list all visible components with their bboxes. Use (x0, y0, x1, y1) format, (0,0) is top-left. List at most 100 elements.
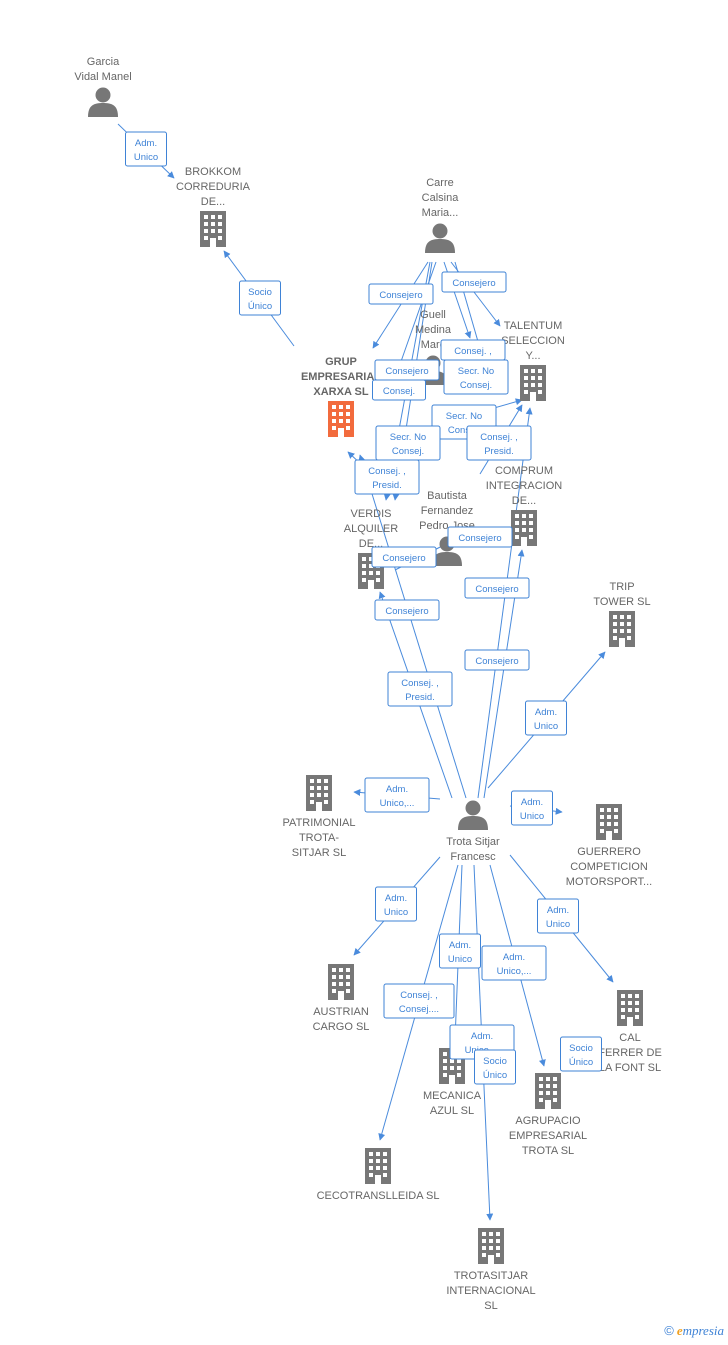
edge-label-box (464, 649, 530, 671)
edge-label-e18[interactable]: Consej. ,Presid. (387, 671, 453, 707)
edge-label-text: Secr. No (446, 411, 482, 422)
brand-logo-initial: e (676, 1323, 683, 1338)
person-node-carre[interactable]: CarreCalsinaMaria... (422, 177, 460, 253)
node-label: MECANICA (423, 1090, 482, 1102)
edge-label-e26[interactable]: Consej. ,Consej.... (383, 983, 455, 1019)
edge-label-box (466, 425, 532, 461)
edge-label-text: Consejero (458, 533, 501, 544)
edge-label-box (443, 359, 509, 395)
edge-label-e20[interactable]: Adm.Unico,... (364, 777, 430, 813)
person-icon (88, 87, 118, 117)
node-label: TOWER SL (593, 596, 650, 608)
node-label: Calsina (422, 192, 460, 204)
edge-label-box (511, 790, 553, 826)
node-label: AZUL SL (430, 1105, 474, 1117)
node-label: Trota Sitjar (446, 836, 500, 848)
building-icon (478, 1228, 504, 1264)
company-node-austrian[interactable]: AUSTRIAN CARGO SL (313, 964, 370, 1033)
node-label: COMPRUM (495, 465, 553, 477)
edge-label-e22[interactable]: Adm.Unico (375, 886, 417, 922)
edge-label-text: Presid. (372, 480, 402, 491)
edge-label-e25[interactable]: Adm.Unico,... (481, 945, 547, 981)
company-node-brokkom[interactable]: BROKKOMCORREDURIADE... (176, 166, 251, 247)
edge-label-text: Adm. (547, 905, 569, 916)
node-label: AGRUPACIO (515, 1115, 581, 1127)
edge-label-box (125, 131, 167, 167)
edge-label-e12[interactable]: Consej. , Presid. (354, 459, 420, 495)
edge-label-text: Consej. , (454, 346, 492, 357)
node-label: Guell (420, 309, 446, 321)
brand-footer[interactable]: ©empresia (664, 1323, 724, 1339)
edge-label-e5[interactable]: Consej. , (440, 339, 506, 361)
edge-label-e11[interactable]: Consej. ,Presid. (466, 425, 532, 461)
node-label: AUSTRIAN (313, 1006, 369, 1018)
edge-label-e6[interactable]: Consejero (374, 359, 440, 381)
building-icon (535, 1073, 561, 1109)
edge-label-e8[interactable]: Consej. (372, 379, 426, 401)
edge-label-e16[interactable]: Consejero (464, 577, 530, 599)
node-label: TROTASITJAR (454, 1270, 528, 1282)
edge-label-box (464, 577, 530, 599)
node-label: SITJAR SL (292, 847, 346, 859)
edge-label-e23[interactable]: Adm.Unico (537, 898, 579, 934)
edge-label-e3[interactable]: Consejero (368, 283, 434, 305)
company-node-cecotrans[interactable]: CECOTRANSLLEIDA SL (317, 1148, 440, 1202)
building-icon (609, 611, 635, 647)
edge-label-e24[interactable]: Adm.Unico (439, 933, 481, 969)
edge-label-e17[interactable]: Consejero (464, 649, 530, 671)
building-icon (511, 510, 537, 546)
edge-label-e19[interactable]: Adm.Unico (525, 700, 567, 736)
node-label: GUERRERO (577, 846, 641, 858)
company-node-guerrero[interactable]: GUERREROCOMPETICIONMOTORSPORT... (566, 804, 652, 888)
node-label: GRUP (325, 356, 357, 368)
edge-label-e15[interactable]: Consejero (374, 599, 440, 621)
edge-label-text: Consej. (392, 446, 424, 457)
node-label: SL (484, 1300, 497, 1312)
node-label: Maria... (422, 207, 459, 219)
node-label: EMPRESARIAL (301, 371, 381, 383)
company-node-mecanica[interactable]: MECANICA AZUL SL (423, 1048, 482, 1117)
edge-label-e21[interactable]: Adm.Unico (511, 790, 553, 826)
edge-label-box (354, 459, 420, 495)
node-label: CECOTRANSLLEIDA SL (317, 1190, 440, 1202)
building-icon (200, 211, 226, 247)
node-label: PATRIMONIAL (283, 817, 356, 829)
company-node-comprum[interactable]: COMPRUMINTEGRACIONDE... (486, 465, 562, 546)
edge-label-text: Consej. , (368, 466, 406, 477)
edge-label-text: Unico (448, 954, 472, 965)
node-label: Marc (421, 339, 446, 351)
edge-label-text: Unico (534, 721, 558, 732)
node-label: DE... (201, 196, 225, 208)
edge-label-e14[interactable]: Consejero (371, 546, 437, 568)
person-icon (425, 223, 455, 253)
edge-label-text: Único (569, 1057, 593, 1068)
edge-label-text: Adm. (385, 893, 407, 904)
edge-label-text: Adm. (386, 784, 408, 795)
edge-label-e13[interactable]: Consejero (447, 526, 513, 548)
edge-label-text: Consejero (385, 366, 428, 377)
edge-label-e1[interactable]: Adm.Unico (125, 131, 167, 167)
edge-label-e4[interactable]: Consejero (441, 271, 507, 293)
node-label: XARXA SL (313, 386, 368, 398)
edge-label-box (439, 933, 481, 969)
company-node-talentum[interactable]: TALENTUMSELECCIONY... (501, 320, 565, 401)
edge-label-text: Socio (483, 1056, 507, 1067)
building-icon (328, 964, 354, 1000)
node-label: CARGO SL (313, 1021, 370, 1033)
company-node-grup[interactable]: GRUP EMPRESARIAL XARXA SL (301, 356, 381, 437)
